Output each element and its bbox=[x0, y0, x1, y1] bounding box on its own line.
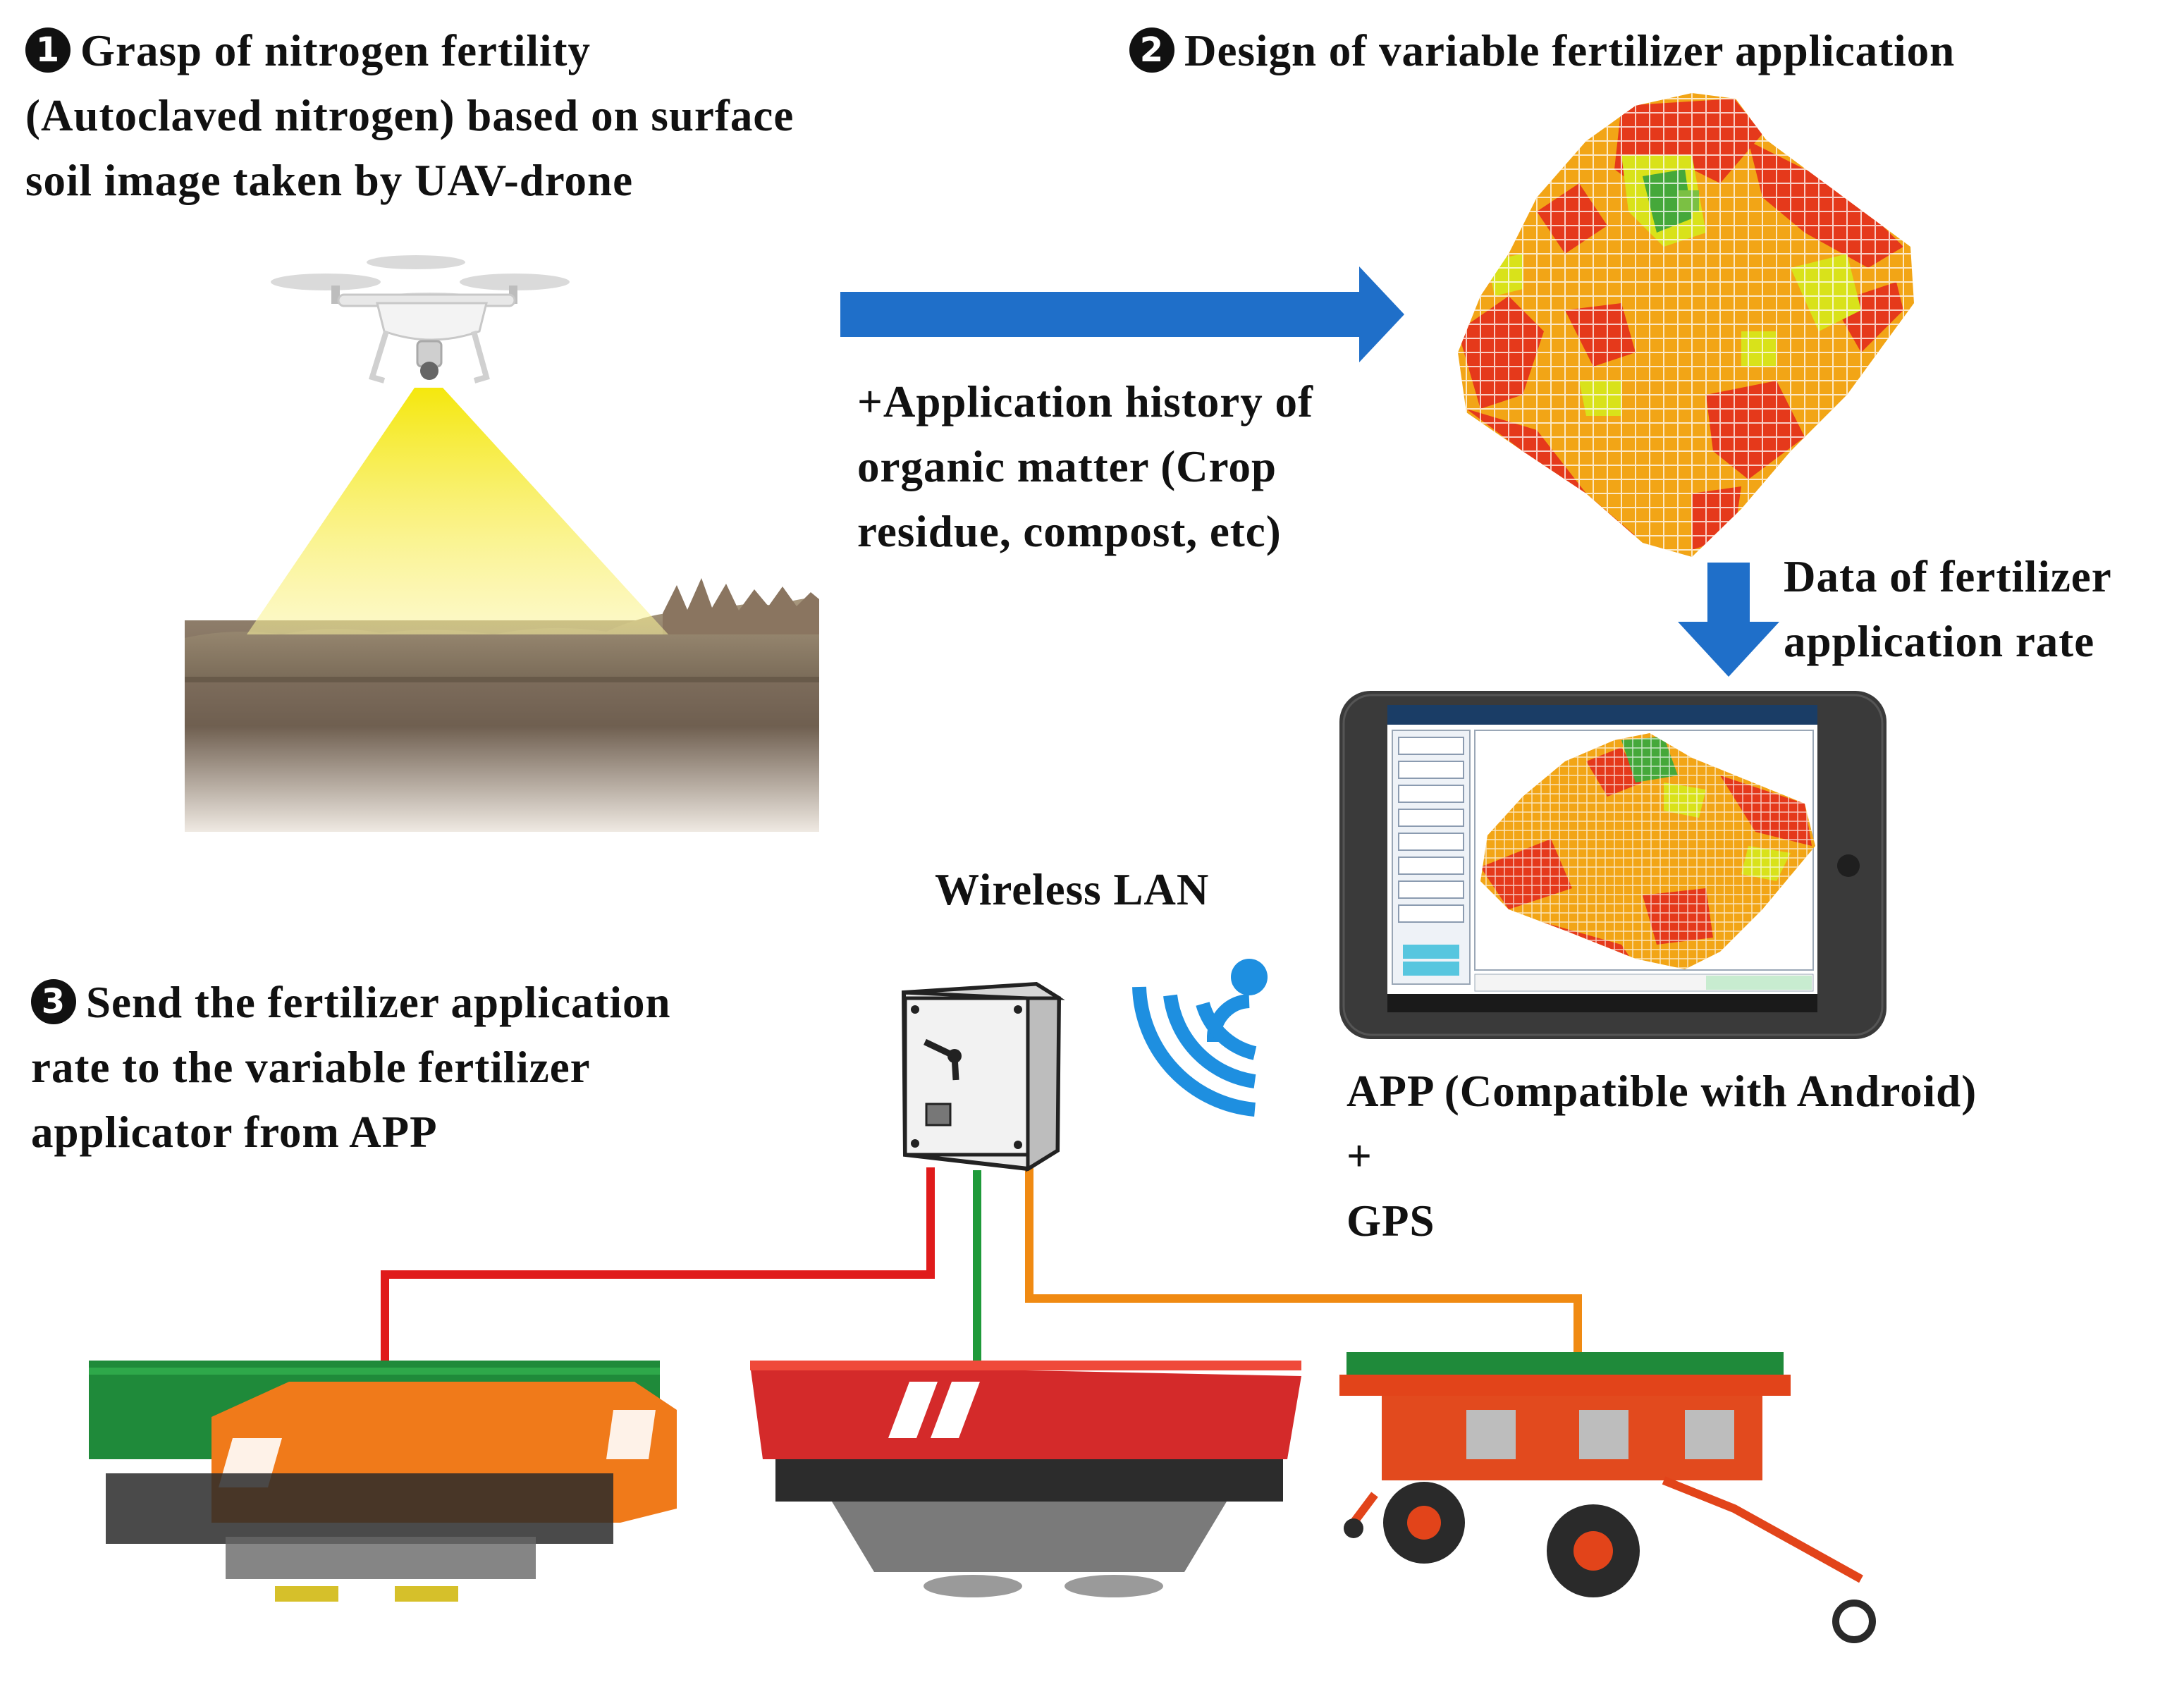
wifi-icon bbox=[1132, 959, 1268, 1117]
app-label-line-2: + bbox=[1346, 1131, 1373, 1181]
app-label-line-1: APP (Compatible with Android) bbox=[1346, 1067, 1977, 1116]
tablet-icon bbox=[1339, 691, 1887, 1039]
spreader-red-icon bbox=[750, 1361, 1301, 1597]
field-photo bbox=[185, 578, 819, 832]
step2-title: Design of variable fertilizer applicatio… bbox=[1184, 26, 1956, 75]
camera-beam bbox=[247, 388, 668, 634]
step3-line-3: applicator from APP bbox=[31, 1107, 438, 1157]
cable-red bbox=[381, 1167, 935, 1366]
organic-note-line-1: +Application history of bbox=[857, 377, 1313, 426]
arrow-right bbox=[840, 266, 1404, 362]
app-label-line-3: GPS bbox=[1346, 1196, 1435, 1246]
organic-note-line-2: organic matter (Crop bbox=[857, 442, 1277, 491]
arrow-down bbox=[1678, 563, 1779, 677]
organic-note-line-3: residue, compost, etc) bbox=[857, 507, 1282, 556]
controller-box-icon bbox=[901, 981, 1065, 1172]
wireless-label: Wireless LAN bbox=[935, 865, 1210, 914]
app-label: APP (Compatible with Android) + GPS bbox=[1346, 1059, 1977, 1253]
cable-orange bbox=[1025, 1163, 1582, 1352]
data-label-line-2: application rate bbox=[1784, 617, 2095, 666]
step3-number: 3 bbox=[31, 979, 76, 1024]
spreader-green-icon bbox=[89, 1361, 677, 1602]
step1-line-1: Grasp of nitrogen fertility bbox=[80, 26, 591, 75]
tablet-map-grid bbox=[1480, 733, 1815, 969]
step3-line-2: rate to the variable fertilizer bbox=[31, 1043, 591, 1092]
step1-line-3: soil image taken by UAV-drone bbox=[25, 156, 634, 205]
organic-matter-note: +Application history of organic matter (… bbox=[857, 369, 1313, 564]
step1-line-2: (Autoclaved nitrogen) based on surface bbox=[25, 91, 795, 140]
data-label: Data of fertilizer application rate bbox=[1784, 544, 2112, 674]
step3-line-1: Send the fertilizer application bbox=[86, 978, 671, 1027]
step2-number: 2 bbox=[1129, 27, 1174, 73]
drone-icon bbox=[271, 255, 570, 383]
applicator-orange-icon bbox=[1339, 1352, 1876, 1643]
step1-number: 1 bbox=[25, 27, 70, 73]
data-label-line-1: Data of fertilizer bbox=[1784, 552, 2112, 601]
